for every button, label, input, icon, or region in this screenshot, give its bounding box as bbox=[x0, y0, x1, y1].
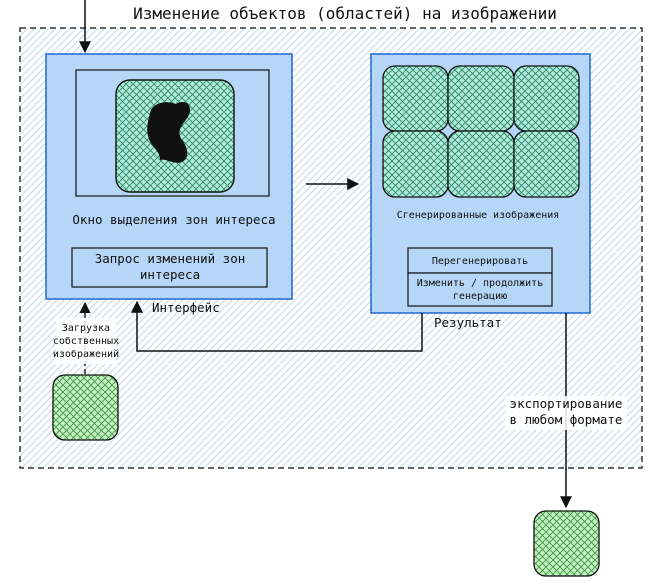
export-label-backdrop bbox=[505, 396, 627, 430]
feedback-loop-arrow bbox=[131, 300, 423, 352]
exported-image-tile[interactable] bbox=[533, 510, 600, 577]
generated-image-tile[interactable] bbox=[513, 65, 580, 132]
result-label: Результат bbox=[434, 315, 502, 330]
regenerate-button-label: Перегенерировать bbox=[432, 256, 528, 267]
change-button-line2: генерацию bbox=[453, 291, 507, 302]
generated-image-tile[interactable] bbox=[447, 65, 515, 132]
export-label-line1: экспортирование bbox=[510, 396, 623, 411]
export-label-line2: в любом формате bbox=[510, 412, 623, 427]
interface-label: Интерфейс bbox=[152, 300, 220, 315]
request-button-line1: Запрос изменений зон bbox=[95, 251, 246, 266]
uploaded-image-tile[interactable] bbox=[52, 374, 119, 441]
generated-images-grid bbox=[382, 65, 580, 198]
change-continue-button[interactable]: Изменить / продолжить генерацию bbox=[407, 272, 553, 307]
upload-label-backdrop bbox=[56, 318, 116, 364]
generated-image-tile[interactable] bbox=[447, 130, 515, 198]
selected-object-shape bbox=[147, 101, 191, 163]
generated-image-tile[interactable] bbox=[513, 130, 580, 198]
request-button-line2: интереса bbox=[140, 267, 200, 282]
request-changes-button[interactable]: Запрос изменений зон интереса bbox=[71, 247, 268, 288]
selection-caption: Окно выделения зон интереса bbox=[72, 212, 275, 227]
upload-label-line2: собственных bbox=[53, 335, 119, 347]
diagram-title: Изменение объектов (областей) на изображ… bbox=[133, 4, 557, 23]
upload-label-line1: Загрузка bbox=[62, 323, 110, 334]
change-button-line1: Изменить / продолжить bbox=[417, 278, 543, 289]
generated-image-tile[interactable] bbox=[382, 130, 449, 198]
regenerate-button[interactable]: Перегенерировать bbox=[407, 247, 553, 274]
generated-image-tile[interactable] bbox=[382, 65, 449, 132]
upload-label-line3: изображений bbox=[53, 348, 119, 360]
title-backdrop bbox=[104, 2, 590, 26]
generated-caption: Сгенерированные изображения bbox=[397, 209, 560, 221]
